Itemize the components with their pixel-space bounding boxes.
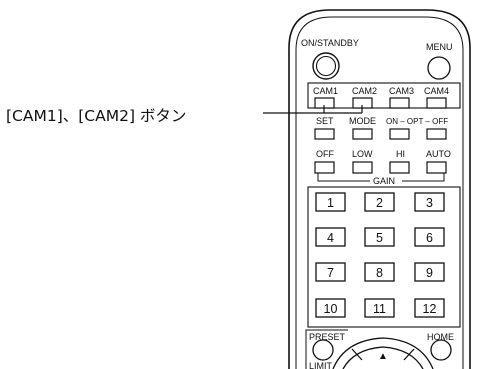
preset-label: PRESET [309, 332, 346, 342]
key-3-label: 3 [426, 196, 433, 210]
limit-label: LIMIT [309, 361, 333, 369]
home-button[interactable] [430, 339, 452, 361]
gain-bracket [317, 173, 445, 182]
key-11-label: 11 [373, 302, 386, 316]
up-arrow-icon[interactable]: ▲ [378, 351, 388, 362]
power-button[interactable] [312, 52, 340, 80]
remote-body-inner [295, 16, 464, 369]
key-9[interactable] [414, 262, 445, 282]
key-7-label: 7 [327, 266, 334, 280]
mode-button[interactable] [352, 128, 373, 140]
key-4-label: 4 [327, 231, 334, 245]
gain-off-button[interactable] [314, 161, 335, 174]
gain-hi-label: HI [396, 149, 405, 159]
key-6[interactable] [414, 227, 445, 247]
direction-pad[interactable] [332, 337, 434, 369]
cam3-button[interactable] [389, 97, 410, 109]
gain-off-label: OFF [316, 149, 334, 159]
key-1[interactable] [315, 192, 346, 212]
gain-hi-button[interactable] [389, 161, 410, 174]
key-10[interactable] [315, 298, 346, 318]
key-12[interactable] [414, 298, 445, 318]
gain-auto-button[interactable] [426, 161, 447, 174]
set-button[interactable] [314, 128, 335, 140]
opt-label: ON – OPT – OFF [386, 117, 448, 126]
preset-frame [305, 329, 348, 369]
remote-body [288, 9, 471, 369]
key-7[interactable] [315, 262, 346, 282]
key-8[interactable] [364, 262, 395, 282]
key-8-label: 8 [376, 266, 383, 280]
key-11[interactable] [364, 298, 395, 318]
key-9-label: 9 [426, 266, 433, 280]
home-label: HOME [427, 332, 454, 342]
key-6-label: 6 [426, 231, 433, 245]
key-2[interactable] [364, 192, 395, 212]
key-5-label: 5 [376, 231, 383, 245]
key-5[interactable] [364, 227, 395, 247]
cam-group-box [307, 82, 461, 109]
key-12-label: 12 [423, 302, 437, 316]
cam4-button[interactable] [426, 97, 447, 109]
menu-label: MENU [426, 42, 453, 52]
key-1-label: 1 [327, 196, 334, 210]
opt-off-button[interactable] [426, 128, 447, 140]
cam3-label: CAM3 [389, 86, 414, 96]
keypad-frame [307, 186, 461, 328]
gain-low-label: LOW [352, 149, 373, 159]
gain-group-label: GAIN [373, 176, 395, 186]
gain-auto-label: AUTO [426, 149, 451, 159]
callout-leader [263, 105, 363, 114]
power-label: ON/STANDBY [301, 38, 359, 48]
cam1-label: CAM1 [313, 86, 338, 96]
key-10-label: 10 [324, 302, 338, 316]
preset-button[interactable] [312, 339, 334, 361]
menu-button[interactable] [427, 56, 451, 80]
cam2-label: CAM2 [352, 86, 377, 96]
gain-low-button[interactable] [352, 161, 373, 174]
set-label: SET [316, 116, 334, 126]
mode-label: MODE [349, 116, 376, 126]
key-3[interactable] [414, 192, 445, 212]
cam4-label: CAM4 [424, 86, 449, 96]
opt-on-button[interactable] [389, 128, 410, 140]
key-2-label: 2 [376, 196, 383, 210]
keypad: 1 2 3 4 5 6 7 8 9 10 11 12 [315, 192, 445, 318]
key-4[interactable] [315, 227, 346, 247]
callout-label: [CAM1]、[CAM2] ボタン [6, 107, 187, 125]
